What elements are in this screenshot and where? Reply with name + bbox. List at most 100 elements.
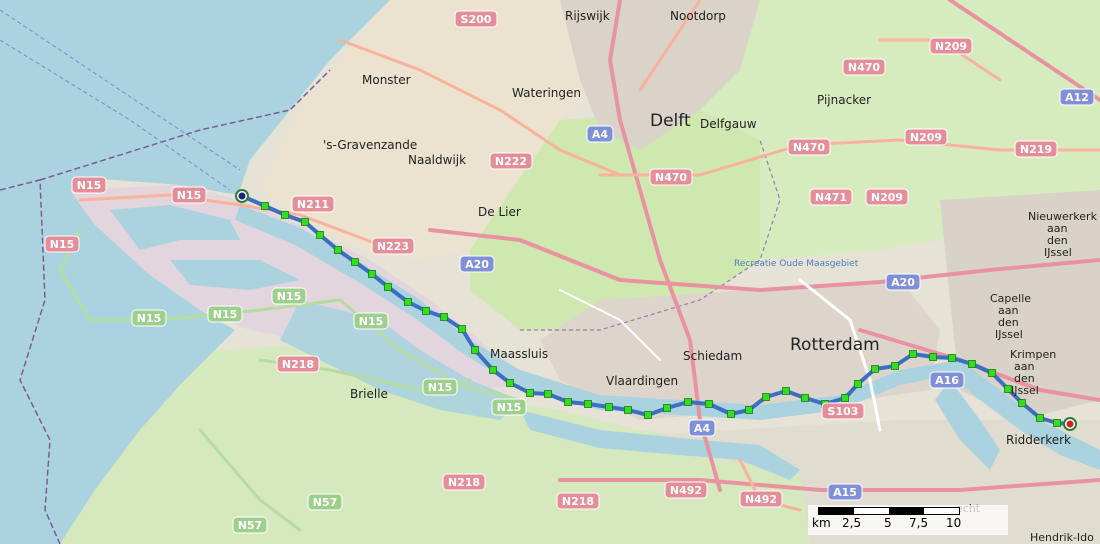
road-shield-n470a: N470 (842, 58, 886, 76)
route-waypoint[interactable] (968, 360, 976, 368)
route-waypoint[interactable] (871, 365, 879, 373)
shipping-lane-1 (0, 9, 241, 171)
road-shield-label: N57 (238, 519, 263, 532)
svg-text:aan: aan (998, 304, 1018, 317)
route-waypoint[interactable] (988, 369, 996, 377)
road-shield-n492a: N492 (664, 481, 708, 499)
scale-graphic (818, 507, 960, 515)
road-n57 (198, 428, 302, 532)
route-waypoint[interactable] (1053, 419, 1061, 427)
boundary-municipal (520, 139, 781, 331)
route-waypoint[interactable] (1018, 399, 1026, 407)
route-waypoint[interactable] (644, 411, 652, 419)
route-waypoint[interactable] (624, 406, 632, 414)
road-a16 (858, 328, 1100, 402)
route-waypoint[interactable] (564, 398, 572, 406)
road-shield-n471: N471 (809, 188, 853, 206)
route-waypoint[interactable] (909, 350, 917, 358)
route-start-marker[interactable] (235, 189, 249, 203)
route-waypoint[interactable] (727, 410, 735, 418)
route-waypoint[interactable] (301, 218, 309, 226)
east-farmland (640, 0, 1100, 260)
route-waypoint[interactable] (801, 394, 809, 402)
route-waypoint[interactable] (1036, 414, 1044, 422)
route-waypoint[interactable] (745, 406, 753, 414)
road-shield-s200: S200 (454, 10, 498, 28)
svg-text:Nieuwerkerk: Nieuwerkerk (1028, 210, 1098, 223)
route-waypoint[interactable] (351, 258, 359, 266)
route-waypoint[interactable] (782, 387, 790, 395)
noord-river (935, 380, 1000, 470)
scale-bar: km 2,5 5 7,5 10 (808, 505, 1008, 535)
road-shield-a4b: A4 (688, 419, 716, 437)
route-waypoint[interactable] (404, 298, 412, 306)
route-waypoint[interactable] (261, 202, 269, 210)
shipping-lane-2 (0, 39, 231, 191)
scale-unit: km (812, 516, 831, 530)
route-waypoint[interactable] (334, 246, 342, 254)
scale-tick-3: 7,5 (909, 516, 929, 530)
road-shield-label: N15 (177, 189, 202, 202)
route-waypoint[interactable] (584, 400, 592, 408)
road-shield-n15c: N15 (71, 176, 107, 194)
place-vlaardingen: Vlaardingen (606, 374, 678, 388)
route-waypoint[interactable] (316, 231, 324, 239)
road-shield-a20a: A20 (459, 255, 495, 273)
route-end-marker[interactable] (1063, 417, 1077, 431)
road-shield-label: N15 (213, 308, 238, 321)
road-n15-n211 (78, 193, 382, 247)
place-nieuwerkerk: Nieuwerkerk aan den IJssel (1028, 210, 1098, 259)
route-waypoint[interactable] (762, 393, 770, 401)
route-waypoint[interactable] (841, 394, 849, 402)
road-shield-a12: A12 (1059, 88, 1095, 106)
road-shield-label: N470 (793, 141, 826, 154)
route-waypoint[interactable] (663, 404, 671, 412)
route-waypoint[interactable] (684, 398, 692, 406)
road-shield-n57b: N57 (232, 516, 268, 534)
rotterdam-urban (540, 280, 940, 420)
route-waypoint[interactable] (929, 353, 937, 361)
route-waypoint[interactable] (471, 346, 479, 354)
road-shield-label: A4 (694, 422, 711, 435)
svg-text:den: den (998, 316, 1019, 329)
road-shield-n211: N211 (291, 195, 335, 213)
route-waypoint[interactable] (489, 366, 497, 374)
route-waypoint[interactable] (544, 390, 552, 398)
road-shield-a4a: A4 (586, 125, 614, 143)
route-waypoint[interactable] (1004, 385, 1012, 393)
route-waypoint[interactable] (891, 362, 899, 370)
road-shield-label: N15 (277, 290, 302, 303)
road-shield-n470c: N470 (787, 138, 831, 156)
route-waypoint[interactable] (605, 403, 613, 411)
route-waypoint[interactable] (440, 313, 448, 321)
road-shield-n15g: N15 (353, 312, 389, 330)
calandkanaal (280, 300, 520, 420)
route-waypoint[interactable] (948, 354, 956, 362)
road-shield-n15i: N15 (491, 398, 527, 416)
road-shield-label: N15 (428, 381, 453, 394)
road-city-2 (559, 289, 661, 361)
place-brielle: Brielle (350, 387, 388, 401)
place-hendrik: Hendrik-Ido (1030, 531, 1094, 544)
road-shield-label: N209 (910, 131, 942, 144)
route-waypoint[interactable] (281, 211, 289, 219)
road-shield-label: N15 (137, 312, 162, 325)
scale-tick-2: 5 (884, 516, 892, 530)
route-waypoint[interactable] (506, 379, 514, 387)
road-shield-n15f: N15 (207, 305, 243, 323)
route-waypoint[interactable] (368, 270, 376, 278)
route-waypoint[interactable] (422, 307, 430, 315)
road-shield-n218c: N218 (556, 492, 600, 510)
route-waypoint[interactable] (854, 380, 862, 388)
road-shield-label: N211 (297, 198, 329, 211)
svg-text:Capelle: Capelle (990, 292, 1031, 305)
route-waypoint[interactable] (384, 283, 392, 291)
scale-tick-1: 2,5 (842, 516, 862, 530)
route-waypoint[interactable] (526, 389, 534, 397)
place-ridderkerk: Ridderkerk (1006, 433, 1071, 447)
westland-area (260, 0, 620, 260)
route-waypoint[interactable] (705, 400, 713, 408)
route-waypoint[interactable] (458, 325, 466, 333)
